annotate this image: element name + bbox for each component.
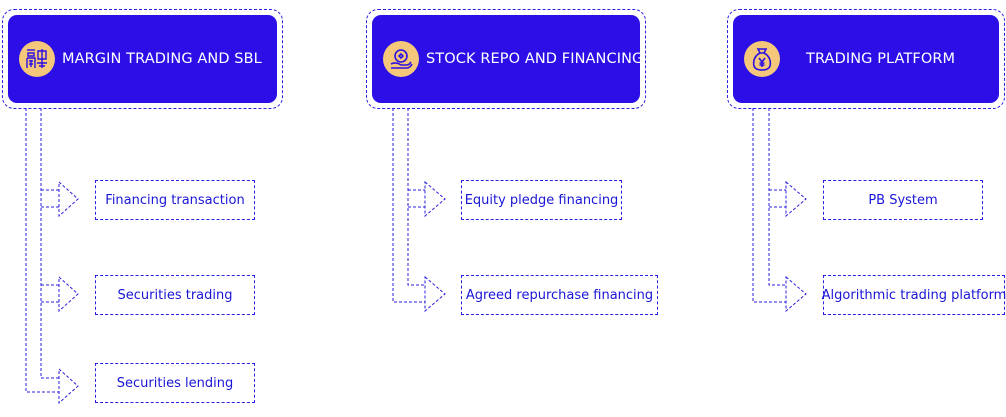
header-frame: STOCK REPO AND FINANCING <box>366 9 646 109</box>
hand-coin-icon <box>383 41 419 77</box>
header-title: TRADING PLATFORM <box>806 51 956 67</box>
column-trading-platform: TRADING PLATFORM PB System Algorithmic t… <box>726 0 1006 417</box>
rong-character-icon <box>19 41 55 77</box>
header-title: MARGIN TRADING AND SBL <box>62 51 262 67</box>
header-title: STOCK REPO AND FINANCING <box>426 51 644 67</box>
header-frame: MARGIN TRADING AND SBL <box>2 9 283 109</box>
header-margin-trading: MARGIN TRADING AND SBL <box>8 15 277 103</box>
item-label: Financing transaction <box>105 192 245 208</box>
yen-money-bag-icon <box>744 41 780 77</box>
flow-connectors <box>752 108 807 313</box>
item-label: Equity pledge financing <box>464 192 619 208</box>
flow-connectors <box>25 108 79 405</box>
item-label: PB System <box>868 192 938 208</box>
item-label: Securities trading <box>117 287 233 303</box>
header-stock-repo: STOCK REPO AND FINANCING <box>372 15 644 103</box>
header-frame: TRADING PLATFORM <box>727 9 1005 109</box>
item-algorithmic-trading-platform[interactable]: Algorithmic trading platform <box>821 275 1006 315</box>
item-label: Securities lending <box>116 375 234 391</box>
item-securities-lending[interactable]: Securities lending <box>95 363 255 403</box>
item-agreed-repurchase-financing[interactable]: Agreed repurchase financing <box>461 275 658 315</box>
item-label: Algorithmic trading platform <box>821 287 1006 303</box>
item-equity-pledge-financing[interactable]: Equity pledge financing <box>461 180 622 220</box>
column-margin-trading: MARGIN TRADING AND SBL Financing transac… <box>0 0 320 417</box>
flow-connectors <box>392 108 446 313</box>
item-pb-system[interactable]: PB System <box>823 180 983 220</box>
item-label: Agreed repurchase financing <box>465 287 654 303</box>
item-financing-transaction[interactable]: Financing transaction <box>95 180 255 220</box>
item-securities-trading[interactable]: Securities trading <box>95 275 255 315</box>
column-stock-repo: STOCK REPO AND FINANCING Equity pledge f… <box>365 0 665 417</box>
header-trading-platform: TRADING PLATFORM <box>733 15 999 103</box>
